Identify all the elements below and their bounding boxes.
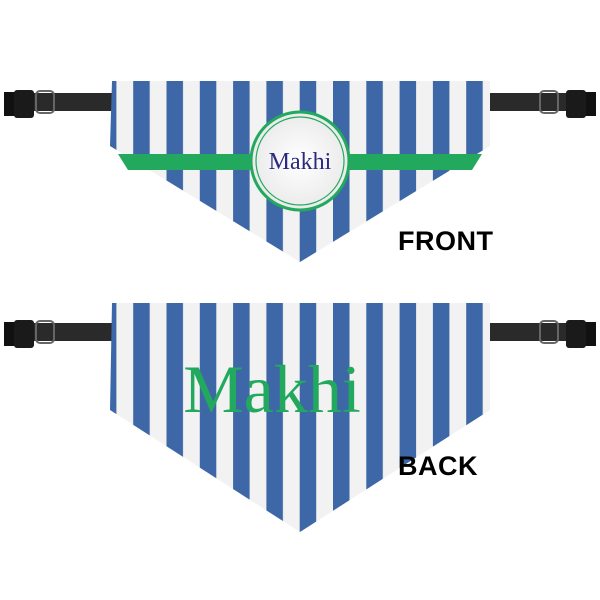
right-strap xyxy=(488,90,596,118)
back-name-text: Makhi xyxy=(183,351,361,427)
front-name-text: Makhi xyxy=(269,149,332,175)
left-strap xyxy=(4,90,112,118)
front-label: FRONT xyxy=(398,226,494,256)
right-strap xyxy=(488,320,596,348)
front-bandana xyxy=(4,81,596,262)
back-bandana xyxy=(4,303,596,532)
name-circle xyxy=(249,110,351,212)
back-label: BACK xyxy=(398,451,478,481)
left-strap xyxy=(4,320,112,348)
